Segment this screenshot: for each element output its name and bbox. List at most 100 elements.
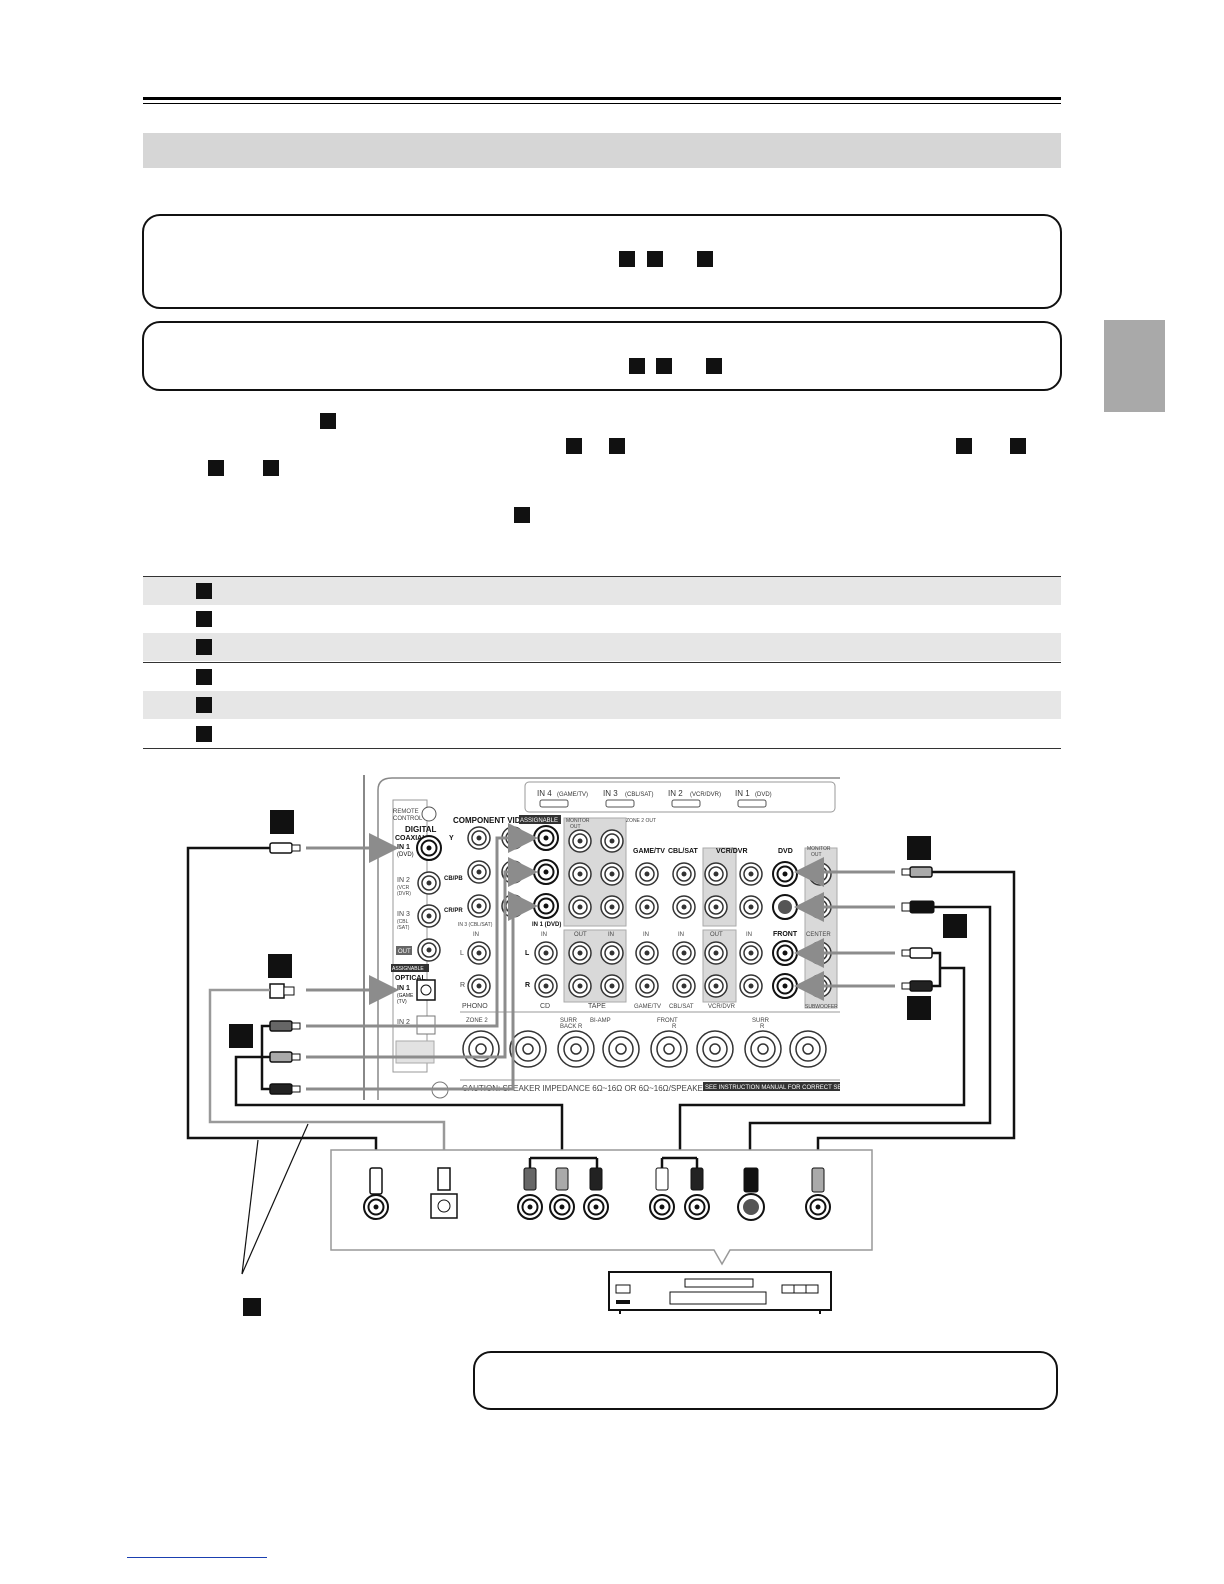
note-box-3: [473, 1351, 1058, 1410]
coax-in1-sub: (DVD): [397, 852, 414, 858]
zone2-label: ZONE 2: [466, 1018, 488, 1024]
remote-control-label-2: CONTROL: [393, 816, 423, 822]
coaxial-label: COAXIAL: [395, 835, 427, 842]
section-title-bar: [143, 133, 1061, 168]
note-box-1: [142, 214, 1062, 309]
monitor-out-label-2: OUT: [570, 824, 581, 830]
coax-in2-sub2: (DVR): [397, 891, 411, 897]
optical-in1-label: IN 1: [397, 985, 410, 992]
optical-in1-sub: (GAME: [397, 993, 414, 999]
component-in3-label: IN 3 (CBL/SAT): [458, 922, 493, 928]
video-inputs-section: GAME/TV CBL/SAT VCR/DVR DVD MONITOR OUT: [633, 846, 832, 920]
marker-square: [196, 611, 212, 627]
marker-square: [706, 358, 722, 374]
remote-control-label: REMOTE: [393, 809, 419, 815]
side-tab: [1104, 320, 1165, 412]
marker-square: [514, 507, 530, 523]
cd-in-label: IN: [541, 932, 547, 938]
marker-square: [263, 460, 279, 476]
game-tv-in-label: IN: [643, 932, 649, 938]
component-video-label: COMPONENT VIDEO: [453, 816, 532, 825]
hdmi-in2-sub: (VCR/DVR): [690, 792, 721, 798]
optical-label: OPTICAL: [395, 975, 426, 982]
marker-square: [647, 251, 663, 267]
coax-in1-label: IN 1: [397, 844, 410, 851]
component-cb-label: CB/PB: [444, 876, 463, 882]
surr-back-r-label-2: BACK R: [560, 1024, 583, 1030]
vcr-out-label: OUT: [710, 932, 723, 938]
marker-square: [1010, 438, 1026, 454]
cd-r-label: R: [525, 982, 530, 989]
phono-l-label: L: [460, 950, 464, 957]
video-game-tv-label: GAME/TV: [633, 848, 665, 855]
table-divider: [143, 662, 1061, 663]
connection-arrows: [306, 823, 895, 1091]
video-vcr-dvr-label: VCR/DVR: [716, 848, 748, 855]
cable-plugs-right: [901, 866, 935, 992]
caution-label: CAUTION: SPEAKER IMPEDANCE 6Ω~16Ω OR 6Ω~…: [462, 1084, 709, 1093]
subwoofer-label: SUBWOOFER: [805, 1004, 838, 1010]
callout-lines: [241, 1123, 309, 1275]
coax-in2-sub: (VCR: [397, 885, 410, 891]
hdmi-in4-label: IN 4: [537, 789, 552, 798]
marker-square: [208, 460, 224, 476]
video-dvd-label: DVD: [778, 848, 793, 855]
optical-in2-label: IN 2: [397, 1019, 410, 1026]
speaker-terminals: ZONE 2 SURR BACK R BI-AMP FRONT R SURR R…: [462, 1018, 841, 1093]
diagram-markers: [229, 810, 967, 1316]
surr-r-label: SURR: [752, 1018, 770, 1024]
monitor-out-right-label-2: OUT: [811, 852, 822, 858]
tape-in-label: IN: [608, 932, 614, 938]
center-label: CENTER: [806, 932, 831, 938]
marker-square: [196, 639, 212, 655]
dvd-player-rear-panel: [330, 1149, 873, 1266]
hdmi-in1-sub: (DVD): [755, 792, 772, 798]
front-r-label-2: R: [672, 1024, 677, 1030]
assignable-badge: ASSIGNABLE: [392, 966, 424, 972]
bi-amp-label: BI-AMP: [590, 1018, 611, 1024]
header-rule-thin: [143, 103, 1061, 104]
table-row: [143, 577, 1061, 605]
marker-square: [609, 438, 625, 454]
component-cr-label: CR/PR: [444, 908, 463, 914]
monitor-out-section: MONITOR OUT ZONE 2 OUT: [566, 818, 656, 919]
marker-square: [656, 358, 672, 374]
surr-r-label-2: R: [760, 1024, 765, 1030]
cd-l-label: L: [525, 950, 530, 957]
hdmi-in2-label: IN 2: [668, 789, 683, 798]
front-label: FRONT: [773, 931, 798, 938]
marker-square: [196, 697, 212, 713]
digital-coaxial-section: REMOTE CONTROL DIGITAL COAXIAL IN 1 (DVD…: [391, 806, 449, 1099]
hdmi-in4-sub: (GAME/TV): [557, 792, 588, 798]
hdmi-in3-sub: (CBL/SAT): [625, 792, 654, 798]
hdmi-in3-label: IN 3: [603, 789, 618, 798]
table-row: [143, 720, 1061, 748]
optical-cable: [208, 988, 446, 1168]
component-y-label: Y: [449, 835, 454, 842]
audio-inputs-section: IN L R PHONO L R IN CD OUT IN TAPE IN IN…: [460, 931, 838, 1010]
marker-square: [619, 251, 635, 267]
component-assignable-badge: ASSIGNABLE: [520, 818, 558, 824]
tape-label: TAPE: [588, 1003, 606, 1010]
marker-square: [566, 438, 582, 454]
footer-link-underline[interactable]: [127, 1557, 267, 1558]
marker-square: [629, 358, 645, 374]
component-in1-label: IN 1 (DVD): [532, 922, 561, 928]
coax-out-label: OUT: [398, 949, 411, 955]
table-row: [143, 605, 1061, 633]
coax-in3-sub2: /SAT): [397, 925, 410, 931]
table-row: [143, 663, 1061, 691]
table-top-rule: [143, 576, 1061, 577]
audio-cbl-sat-label: CBL/SAT: [669, 1004, 694, 1010]
phono-in-label: IN: [473, 932, 479, 938]
monitor-out-right-label: MONITOR: [807, 846, 831, 852]
table-bottom-rule: [143, 748, 1061, 749]
marker-square: [196, 669, 212, 685]
component-video-section: COMPONENT VIDEO ASSIGNABLE Y CB/PB CR/PR…: [444, 815, 561, 928]
audio-game-tv-label: GAME/TV: [634, 1004, 661, 1010]
table-row: [143, 633, 1061, 661]
surr-back-r-label: SURR: [560, 1018, 578, 1024]
hdmi-in1-label: IN 1: [735, 789, 750, 798]
marker-square: [320, 413, 336, 429]
